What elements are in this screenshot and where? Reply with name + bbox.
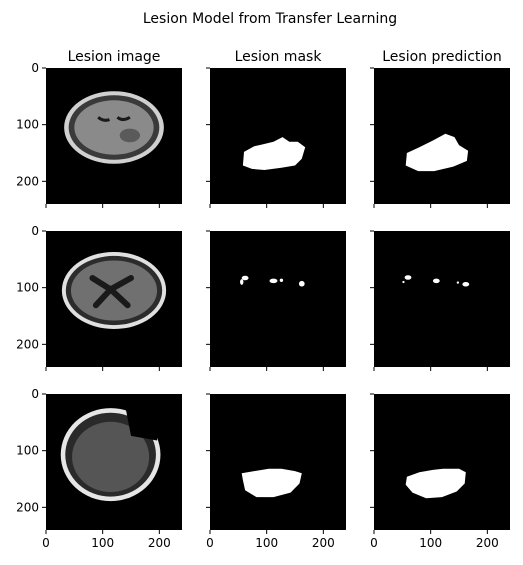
panel-r2-c2 xyxy=(206,230,346,371)
panel-r1-c1: 0 100 200 xyxy=(16,61,182,208)
panel-r2-c1: 0 100 200 xyxy=(16,224,182,371)
panel-r1-c3 xyxy=(370,67,510,208)
ventricle-shape xyxy=(89,275,134,309)
lesion-mask-spot xyxy=(241,275,249,281)
lesion-prediction-spot xyxy=(462,282,470,287)
ventricle-shape xyxy=(97,116,131,122)
lesion-prediction-region xyxy=(405,468,466,499)
lesion-prediction-spot xyxy=(404,275,412,280)
x-tick-label: 0 xyxy=(42,536,50,550)
panel-r3-c2: 0 100 200 xyxy=(206,393,346,550)
y-tick-label: 200 xyxy=(16,337,39,351)
panel-grid: Lesion image Lesion mask Lesion prediction… xyxy=(16,49,510,550)
lesion-mask-spot xyxy=(298,280,305,287)
column-title-3: Lesion prediction xyxy=(382,49,501,65)
image-panel xyxy=(374,394,510,530)
y-tick-label: 0 xyxy=(31,387,39,401)
y-tick-label: 0 xyxy=(31,224,39,238)
x-tick-label: 100 xyxy=(255,536,278,550)
image-panel xyxy=(210,394,346,530)
cortex-region xyxy=(74,100,154,155)
panel-r3-c3: 0 100 200 xyxy=(370,393,510,550)
image-panel xyxy=(210,68,346,204)
lesion-mask-spot xyxy=(240,279,244,285)
lesion-prediction-spot xyxy=(402,280,405,284)
figure-title: Lesion Model from Transfer Learning xyxy=(143,11,397,27)
x-tick-label: 200 xyxy=(148,536,171,550)
lesion-shadow xyxy=(119,128,141,143)
y-tick-label: 200 xyxy=(16,500,39,514)
x-tick-label: 100 xyxy=(419,536,442,550)
x-tick-label: 200 xyxy=(312,536,335,550)
lesion-prediction-spot xyxy=(432,278,440,284)
lesion-prediction-region xyxy=(405,133,469,172)
x-tick-label: 0 xyxy=(206,536,214,550)
image-panel xyxy=(374,231,510,367)
x-tick-label: 200 xyxy=(476,536,499,550)
panel-r1-c2 xyxy=(206,67,346,208)
panel-r3-c1: 0 100 200 0 100 200 xyxy=(16,387,182,550)
column-title-1: Lesion image xyxy=(68,49,161,65)
y-tick-label: 200 xyxy=(16,174,39,188)
x-tick-label: 100 xyxy=(91,536,114,550)
lesion-mask-region xyxy=(242,137,306,170)
panel-r2-c3 xyxy=(370,230,510,371)
y-tick-label: 100 xyxy=(16,118,39,132)
x-tick-label: 0 xyxy=(370,536,378,550)
y-tick-label: 100 xyxy=(16,444,39,458)
lesion-mask-region xyxy=(241,468,302,498)
lesion-mask-spot xyxy=(269,278,278,284)
cortex-region xyxy=(72,421,150,493)
lesion-prediction-spot xyxy=(456,281,459,284)
resection-cavity xyxy=(125,406,158,441)
image-panel xyxy=(210,231,346,367)
lesion-mask-spot xyxy=(279,278,284,282)
y-tick-label: 0 xyxy=(31,61,39,75)
column-title-2: Lesion mask xyxy=(235,49,323,65)
y-tick-label: 100 xyxy=(16,281,39,295)
